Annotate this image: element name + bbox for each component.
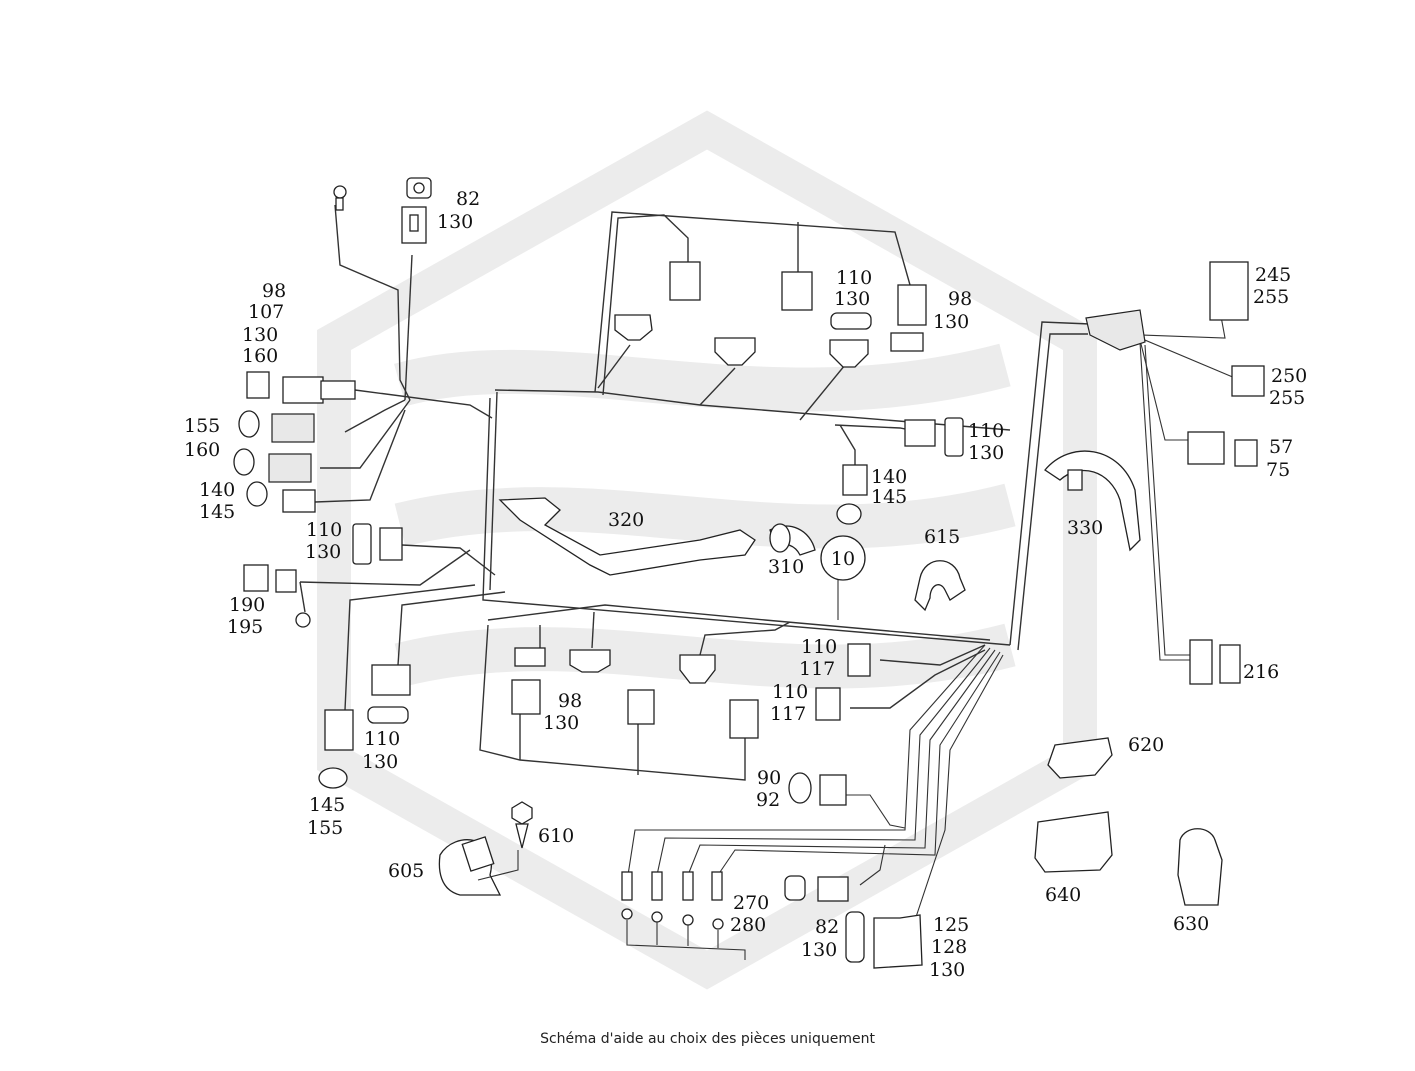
label-640: 640 [1045,884,1081,906]
diagram-caption: Schéma d'aide au choix des pièces unique… [540,1031,875,1047]
label-615: 615 [924,526,960,548]
center-badge-label: 10 [831,548,855,570]
label-605: 605 [388,860,424,882]
label-630: 630 [1173,913,1209,935]
connector-parts [233,177,1265,969]
label-216: 216 [1243,661,1279,683]
label-310: 310 [768,556,804,578]
label-610: 610 [538,825,574,847]
label-320: 320 [608,509,644,531]
label-330: 330 [1067,517,1103,539]
watermark-logo [317,110,1097,990]
label-620: 620 [1128,734,1164,756]
harness-wires [299,204,1236,921]
